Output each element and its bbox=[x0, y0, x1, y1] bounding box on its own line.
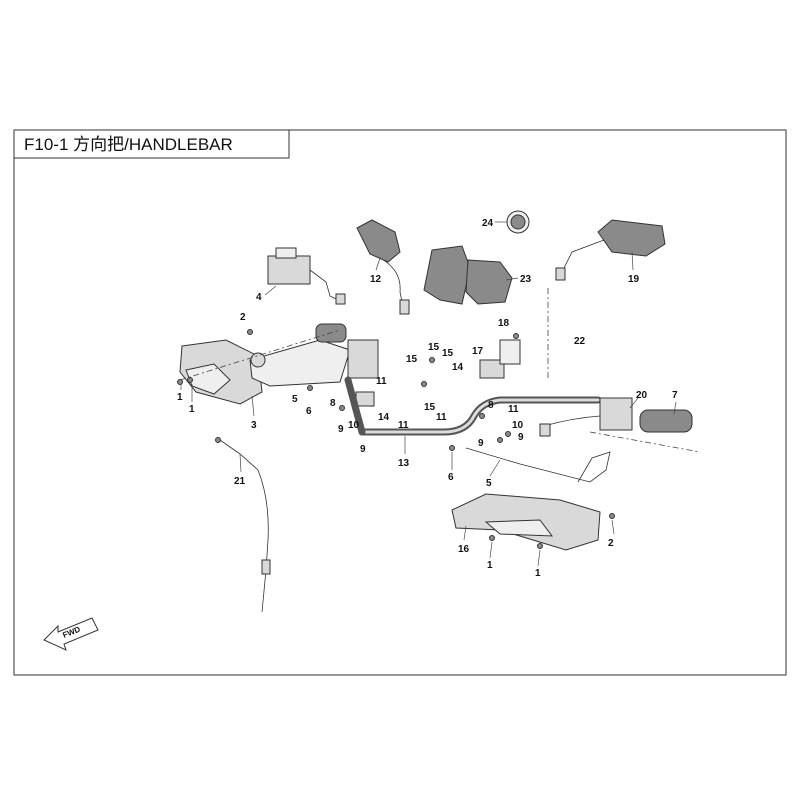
callout-4: 4 bbox=[256, 292, 262, 303]
leader-lines bbox=[180, 221, 677, 567]
callout-12: 12 bbox=[370, 274, 382, 285]
callout-6-left: 6 bbox=[306, 406, 312, 417]
callout-10-left: 10 bbox=[348, 420, 360, 431]
callout-20: 20 bbox=[636, 390, 648, 401]
callout-6-right: 6 bbox=[448, 472, 454, 483]
part-right-handguard bbox=[451, 493, 601, 551]
callout-1-a: 1 bbox=[177, 392, 183, 403]
callout-5-right: 5 bbox=[486, 478, 492, 489]
callout-5-left: 5 bbox=[292, 394, 298, 405]
part-left-handguard bbox=[179, 339, 263, 405]
callout-3: 3 bbox=[251, 420, 257, 431]
callout-19: 19 bbox=[628, 274, 640, 285]
part-switch-17 bbox=[479, 339, 521, 379]
title-box bbox=[13, 129, 290, 159]
callout-2-top: 2 bbox=[240, 312, 246, 323]
fwd-arrow-icon: FWD bbox=[43, 617, 99, 651]
callout-1-d: 1 bbox=[535, 568, 541, 579]
callout-15-a: 15 bbox=[428, 342, 440, 353]
part-throttle-grip bbox=[639, 409, 693, 433]
callout-14-b: 14 bbox=[378, 412, 390, 423]
callout-21: 21 bbox=[234, 476, 246, 487]
callout-8-right: 8 bbox=[488, 400, 494, 411]
fasteners bbox=[177, 329, 615, 549]
callout-14-a: 14 bbox=[452, 362, 464, 373]
callout-1-c: 1 bbox=[487, 560, 493, 571]
callout-11-a: 11 bbox=[436, 412, 447, 423]
part-right-mirror bbox=[555, 219, 666, 281]
callout-24: 24 bbox=[482, 218, 494, 229]
callout-11-d: 11 bbox=[508, 404, 519, 415]
part-cable bbox=[219, 439, 271, 613]
callout-23: 23 bbox=[520, 274, 532, 285]
callout-18: 18 bbox=[498, 318, 510, 329]
callout-11-c: 11 bbox=[376, 376, 387, 387]
callout-22: 22 bbox=[574, 336, 586, 347]
callout-9-a: 9 bbox=[338, 424, 344, 435]
callout-11-b: 11 bbox=[398, 420, 409, 431]
part-left-bracket bbox=[249, 339, 351, 387]
callout-9-c: 9 bbox=[478, 438, 484, 449]
part-cap bbox=[506, 210, 530, 234]
callout-17: 17 bbox=[472, 346, 484, 357]
callout-9-d: 9 bbox=[518, 432, 524, 443]
callout-8-left: 8 bbox=[330, 398, 336, 409]
callout-16: 16 bbox=[458, 544, 470, 555]
callout-9-b: 9 bbox=[360, 444, 366, 455]
callout-10-right: 10 bbox=[512, 420, 524, 431]
callout-15-c: 15 bbox=[406, 354, 418, 365]
callout-1-b: 1 bbox=[189, 404, 195, 415]
callout-13: 13 bbox=[398, 458, 410, 469]
centerline-7 bbox=[589, 431, 701, 453]
diagram-title: F10-1 方向把/HANDLEBAR bbox=[24, 135, 233, 154]
part-left-switch bbox=[347, 339, 379, 407]
part-right-switch bbox=[539, 397, 633, 437]
callout-15-d: 15 bbox=[424, 402, 436, 413]
part-hand-guard-cover bbox=[423, 245, 513, 305]
callout-15-b: 15 bbox=[442, 348, 454, 359]
part-right-bracket bbox=[465, 447, 611, 483]
callout-2-bottom: 2 bbox=[608, 538, 614, 549]
part-master-cylinder bbox=[267, 247, 346, 305]
part-handlebar-tube bbox=[344, 376, 602, 436]
part-left-mirror bbox=[356, 219, 410, 315]
callout-7: 7 bbox=[672, 390, 678, 401]
drawing-border bbox=[13, 129, 787, 676]
